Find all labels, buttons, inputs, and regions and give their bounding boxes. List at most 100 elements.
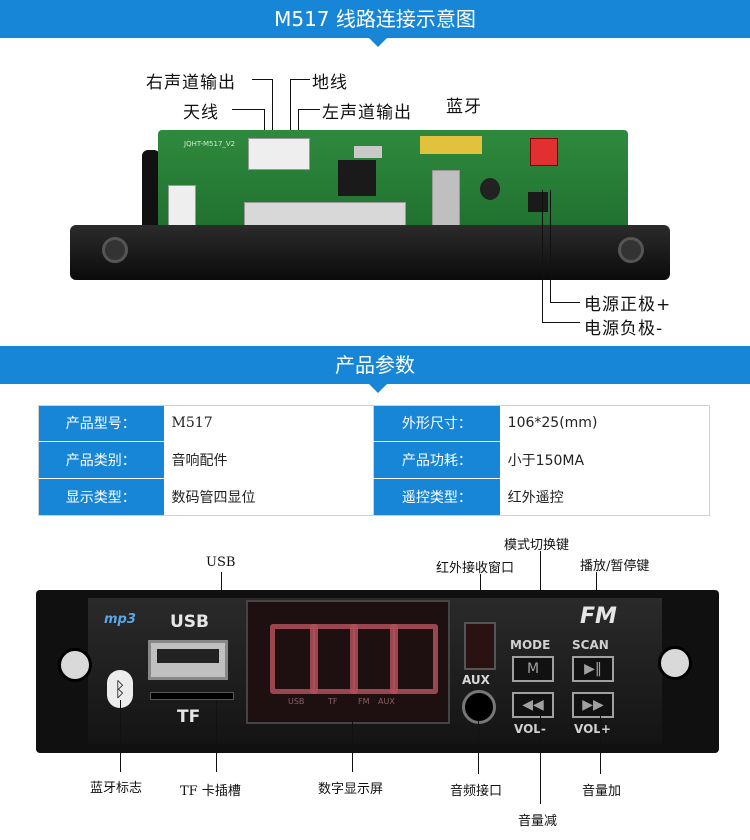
volume-down-label: 音量减 xyxy=(518,814,558,829)
spec-key: 产品类别： xyxy=(38,441,164,479)
leader-line xyxy=(540,712,541,804)
right-channel-label: 右声道输出 xyxy=(146,73,236,93)
display-digit xyxy=(270,624,318,694)
bluetooth-label: 蓝牙 xyxy=(446,97,482,117)
aux-jack[interactable] xyxy=(462,690,496,724)
header-banner: M517 线路连接示意图 xyxy=(0,0,750,47)
table-frame xyxy=(38,405,710,516)
tf-slot-label: TF 卡插槽 xyxy=(180,784,241,799)
banner-notch xyxy=(368,37,388,47)
digital-display: USB TF FM AUX xyxy=(246,600,450,724)
leader-line xyxy=(264,109,265,141)
vol-plus-label: VOL+ xyxy=(574,722,611,736)
display-digit xyxy=(310,624,358,694)
leader-line xyxy=(216,700,217,772)
vol-down-button[interactable]: ◀◀ xyxy=(512,692,554,718)
display-mark: AUX xyxy=(378,697,395,706)
leader-line xyxy=(542,190,543,322)
bt-antenna xyxy=(420,136,482,154)
spec-value: 数码管四显位 xyxy=(163,478,374,516)
bracket-hole xyxy=(102,237,128,263)
panel-bracket xyxy=(70,225,670,280)
usb-panel-label: USB xyxy=(170,612,210,632)
mode-switch-label: 模式切换键 xyxy=(504,538,570,553)
display-digit xyxy=(350,624,398,694)
play-pause-icon: ▶‖ xyxy=(584,661,602,677)
ground-label: 地线 xyxy=(312,73,348,93)
spec-key: 遥控类型： xyxy=(373,478,500,516)
tf-panel-label: TF xyxy=(177,707,201,727)
next-icon: ▶▶ xyxy=(582,697,604,713)
scan-button-label: SCAN xyxy=(572,638,609,652)
leader-line xyxy=(290,79,291,141)
vol-up-button[interactable]: ▶▶ xyxy=(572,692,614,718)
leader-line xyxy=(120,700,121,772)
main-ic xyxy=(338,160,376,196)
spec-value: 106*25(mm) xyxy=(499,405,710,442)
antenna-label: 天线 xyxy=(183,103,219,123)
spec-value: 小于150MA xyxy=(499,441,710,479)
bracket-hole xyxy=(618,237,644,263)
play-pause-button[interactable]: ▶‖ xyxy=(572,656,614,682)
audio-header xyxy=(248,138,310,170)
ir-window xyxy=(464,622,496,670)
pcb-board: JQHT-M517_V2 xyxy=(158,130,628,240)
display-mark: TF xyxy=(328,697,338,706)
spec-key: 显示类型： xyxy=(38,478,164,516)
fm-logo: FM xyxy=(580,604,617,629)
mount-post xyxy=(142,150,160,240)
display-mark: FM xyxy=(358,697,370,706)
tf-slot[interactable] xyxy=(150,692,234,700)
page-title: M517 线路连接示意图 xyxy=(274,7,476,31)
table-row: 产品型号： M517 外形尺寸： 106*25(mm) xyxy=(38,405,710,442)
board-silkscreen: JQHT-M517_V2 xyxy=(184,140,236,148)
ir-window-label: 红外接收窗口 xyxy=(436,561,515,576)
usb-port[interactable] xyxy=(148,640,228,680)
spec-key: 产品型号： xyxy=(38,405,164,442)
spec-key: 产品功耗： xyxy=(373,441,500,479)
leader-line xyxy=(550,302,580,303)
power-connector xyxy=(530,138,558,166)
table-row: 产品类别： 音响配件 产品功耗： 小于150MA xyxy=(38,441,710,479)
bt-logo-label: 蓝牙标志 xyxy=(90,781,143,796)
display-digit xyxy=(390,624,438,694)
previous-icon: ◀◀ xyxy=(522,697,544,713)
leader-line xyxy=(290,79,310,80)
display-label: 数字显示屏 xyxy=(318,782,384,797)
display-mark: USB xyxy=(288,697,305,706)
params-banner: 产品参数 xyxy=(0,346,750,393)
leader-line xyxy=(298,109,320,110)
pin-header xyxy=(528,192,548,212)
spec-key: 外形尺寸： xyxy=(373,405,500,442)
usb-port-slot xyxy=(157,649,219,663)
params-title: 产品参数 xyxy=(335,353,415,377)
power-positive-label: 电源正极+ xyxy=(584,295,672,315)
table-row: 显示类型： 数码管四显位 遥控类型： 红外遥控 xyxy=(38,478,710,516)
banner-notch xyxy=(368,383,388,393)
crystal xyxy=(354,146,382,158)
volume-up-label: 音量加 xyxy=(582,784,622,799)
leader-line xyxy=(542,322,580,323)
vol-minus-label: VOL- xyxy=(514,722,546,736)
capacitor xyxy=(480,178,500,200)
leader-line xyxy=(600,712,601,774)
pcb-photo: JQHT-M517_V2 xyxy=(60,130,680,300)
spec-value: M517 xyxy=(163,405,374,442)
leader-line xyxy=(352,718,353,772)
panel-hole-right xyxy=(658,646,692,680)
mode-button[interactable]: M xyxy=(512,656,554,682)
spec-value: 音响配件 xyxy=(163,441,374,479)
power-negative-label: 电源负极- xyxy=(584,319,664,339)
mode-icon: M xyxy=(526,661,540,677)
spec-table: 产品型号： M517 外形尺寸： 106*25(mm) 产品类别： 音响配件 产… xyxy=(38,405,710,516)
leader-line xyxy=(232,109,264,110)
leader-line xyxy=(550,190,551,302)
usb-top-label: USB xyxy=(206,555,236,570)
leader-line xyxy=(252,79,272,80)
spec-value: 红外遥控 xyxy=(499,478,710,516)
audio-port-label: 音频接口 xyxy=(450,784,503,799)
mode-button-label: MODE xyxy=(510,638,551,652)
aux-label: AUX xyxy=(462,673,490,687)
mp3-logo: mp3 xyxy=(104,612,136,627)
panel-hole-left xyxy=(58,648,92,682)
